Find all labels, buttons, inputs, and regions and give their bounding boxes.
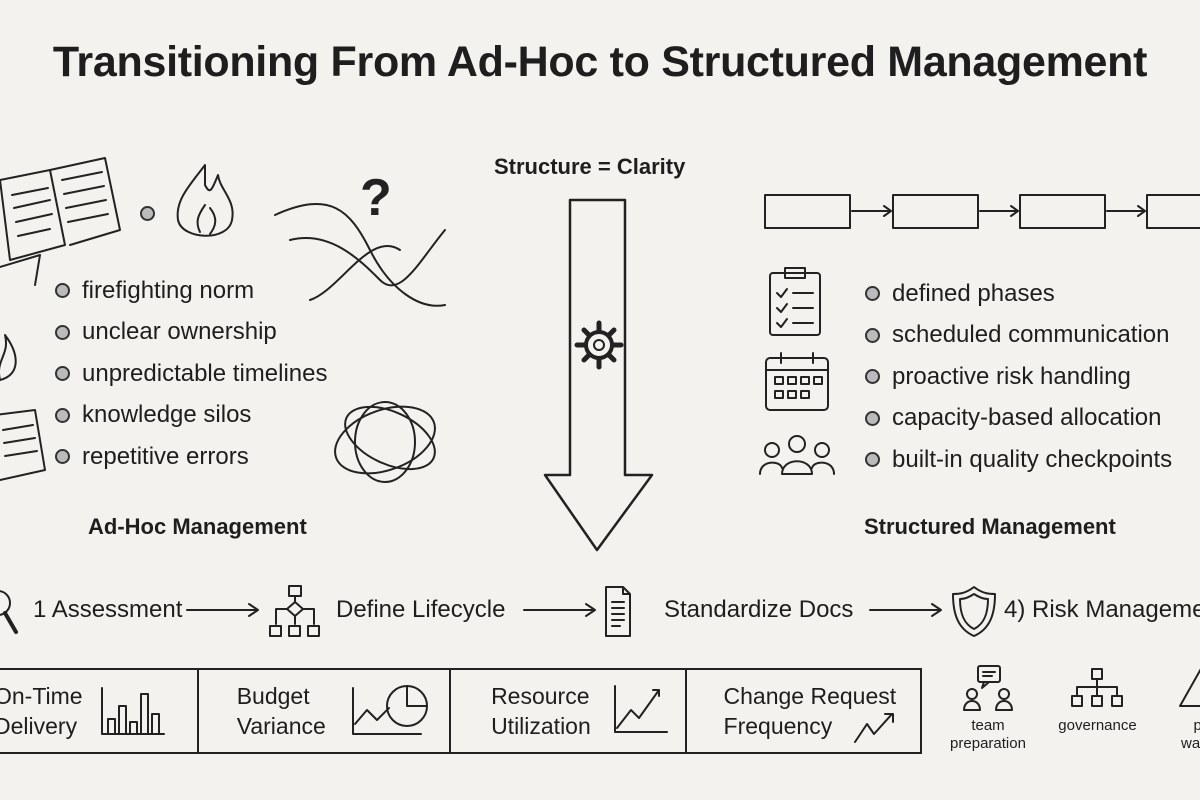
list-item: scheduled communication bbox=[865, 315, 1172, 357]
arrow-right-icon bbox=[186, 603, 259, 617]
gear-icon bbox=[574, 320, 624, 370]
calendar-icon bbox=[765, 352, 829, 411]
list-item: firefighting norm bbox=[55, 270, 327, 312]
trend-up-icon bbox=[853, 713, 894, 743]
structured-heading: Structured Management bbox=[864, 514, 1116, 539]
fire-icon bbox=[0, 334, 17, 381]
pie-chart-icon bbox=[351, 685, 428, 735]
list-item: built-in quality checkpoints bbox=[865, 439, 1172, 481]
team-icon bbox=[759, 435, 835, 475]
fire-icon bbox=[176, 164, 234, 237]
phase-flow-icon bbox=[764, 194, 1200, 229]
document-icon bbox=[605, 586, 631, 637]
structured-bullet-list: defined phases scheduled communication p… bbox=[865, 273, 1172, 481]
step-define-lifecycle: Define Lifecycle bbox=[336, 596, 506, 623]
shield-icon bbox=[952, 586, 996, 637]
org-chart-icon bbox=[1071, 668, 1123, 707]
list-item: defined phases bbox=[865, 273, 1172, 315]
arrow-right-icon bbox=[523, 603, 596, 617]
scattered-papers-icon bbox=[0, 409, 46, 481]
flowchart-icon bbox=[269, 585, 320, 637]
list-item: unpredictable timelines bbox=[55, 353, 327, 395]
step-assessment: 1 Assessment bbox=[33, 596, 183, 623]
tangled-lines-icon: ? bbox=[274, 169, 446, 307]
arrow-right-icon bbox=[869, 603, 942, 617]
bullet-dot bbox=[140, 206, 155, 221]
step-standardize-docs: Standardize Docs bbox=[664, 596, 854, 623]
adhoc-bullet-list: firefighting norm unclear ownership unpr… bbox=[55, 270, 327, 478]
list-item: capacity-based allocation bbox=[865, 398, 1172, 440]
clipboard-checklist-icon bbox=[769, 267, 821, 336]
down-arrow-icon bbox=[543, 198, 654, 552]
page-title: Transitioning From Ad-Hoc to Structured … bbox=[52, 38, 1148, 86]
list-item: knowledge silos bbox=[55, 395, 327, 437]
center-label: Structure = Clarity bbox=[494, 154, 686, 179]
extra-governance: governance bbox=[1058, 717, 1137, 734]
adhoc-heading: Ad-Hoc Management bbox=[88, 514, 307, 539]
list-item: proactive risk handling bbox=[865, 356, 1172, 398]
scribble-icon bbox=[334, 401, 436, 483]
warning-icon bbox=[1179, 668, 1200, 707]
team-chat-icon bbox=[963, 665, 1013, 711]
list-item: unclear ownership bbox=[55, 312, 327, 354]
scattered-papers-icon bbox=[0, 157, 121, 286]
list-item: repetitive errors bbox=[55, 436, 327, 478]
magnifier-icon bbox=[0, 590, 18, 634]
question-mark-icon: ? bbox=[360, 169, 392, 227]
step-risk-management: 4) Risk Management bbox=[1004, 596, 1200, 623]
line-chart-icon bbox=[614, 685, 669, 733]
extra-pitfall-warnings: pitfallwarnings bbox=[1180, 717, 1200, 752]
bar-chart-icon bbox=[101, 687, 165, 735]
